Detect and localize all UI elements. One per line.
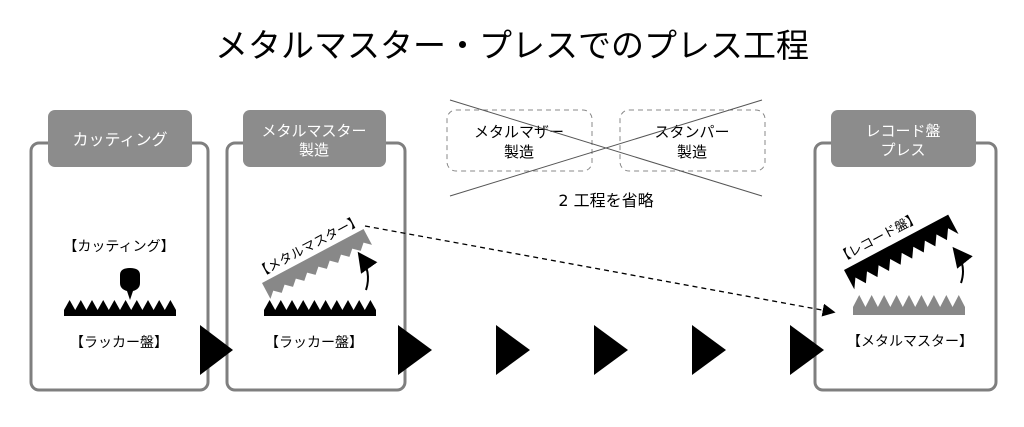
flow-arrow-icon xyxy=(200,325,233,375)
skipped-steps: メタルマザー 製造 スタンパー 製造 2 工程を省略 xyxy=(446,99,766,210)
lacquer-disc-icon xyxy=(64,300,176,316)
flow-arrow-icon xyxy=(594,325,628,375)
flow-arrow-icon xyxy=(398,325,432,375)
flow-arrow-icon xyxy=(790,325,824,375)
step-cutting: カッティング 【カッティング】 【ラッカー盤】 xyxy=(29,110,210,392)
lift-arrow-icon xyxy=(952,246,973,284)
step-header xyxy=(831,110,976,167)
metal-master-label: 【メタルマスター】 xyxy=(847,334,973,350)
lacquer-disc-icon xyxy=(264,300,376,316)
cutting-stylus-icon xyxy=(120,268,140,300)
cutting-label: 【カッティング】 xyxy=(63,239,174,255)
step-header xyxy=(48,110,192,167)
lift-arrow-icon xyxy=(357,251,378,291)
flow-arrow-icon xyxy=(692,325,726,375)
transfer-dashed-arrow xyxy=(364,225,836,317)
step-header-label-2: プレス xyxy=(880,141,925,159)
skipped-label-2: 製造 xyxy=(504,143,534,161)
skipped-label-2: 製造 xyxy=(677,143,707,161)
flow-arrow-icon xyxy=(496,325,530,375)
metal-master-icon xyxy=(853,295,965,315)
lacquer-label: 【ラッカー盤】 xyxy=(70,335,168,351)
record-disc-icon xyxy=(844,214,959,290)
skipped-label: スタンパー xyxy=(654,123,729,141)
skipped-box-mother xyxy=(446,109,593,172)
step-box xyxy=(29,141,210,392)
skipped-label: メタルマザー xyxy=(474,123,564,141)
skipped-box-stamper xyxy=(619,109,766,172)
step-header-label-2: 製造 xyxy=(299,141,329,159)
skipped-note: 2 工程を省略 xyxy=(558,191,653,210)
lacquer-label: 【ラッカー盤】 xyxy=(265,335,363,351)
flow-arrows xyxy=(200,325,824,375)
step-header-label: メタルマスター xyxy=(261,122,366,140)
step-header-label: レコード盤 xyxy=(865,122,940,140)
page-title: メタルマスター・プレスでのプレス工程 xyxy=(215,26,809,65)
cross-line xyxy=(449,99,763,197)
step-box xyxy=(813,141,998,392)
step-header-label: カッティング xyxy=(72,130,167,149)
step-header xyxy=(243,110,386,167)
step-metal-master: メタルマスター 製造 【メタルマスター】 【ラッカー盤】 xyxy=(225,110,407,392)
metal-master-icon xyxy=(262,229,372,299)
step-record-press: レコード盤 プレス 【レコード盤】 【メタルマスター】 xyxy=(813,110,998,392)
